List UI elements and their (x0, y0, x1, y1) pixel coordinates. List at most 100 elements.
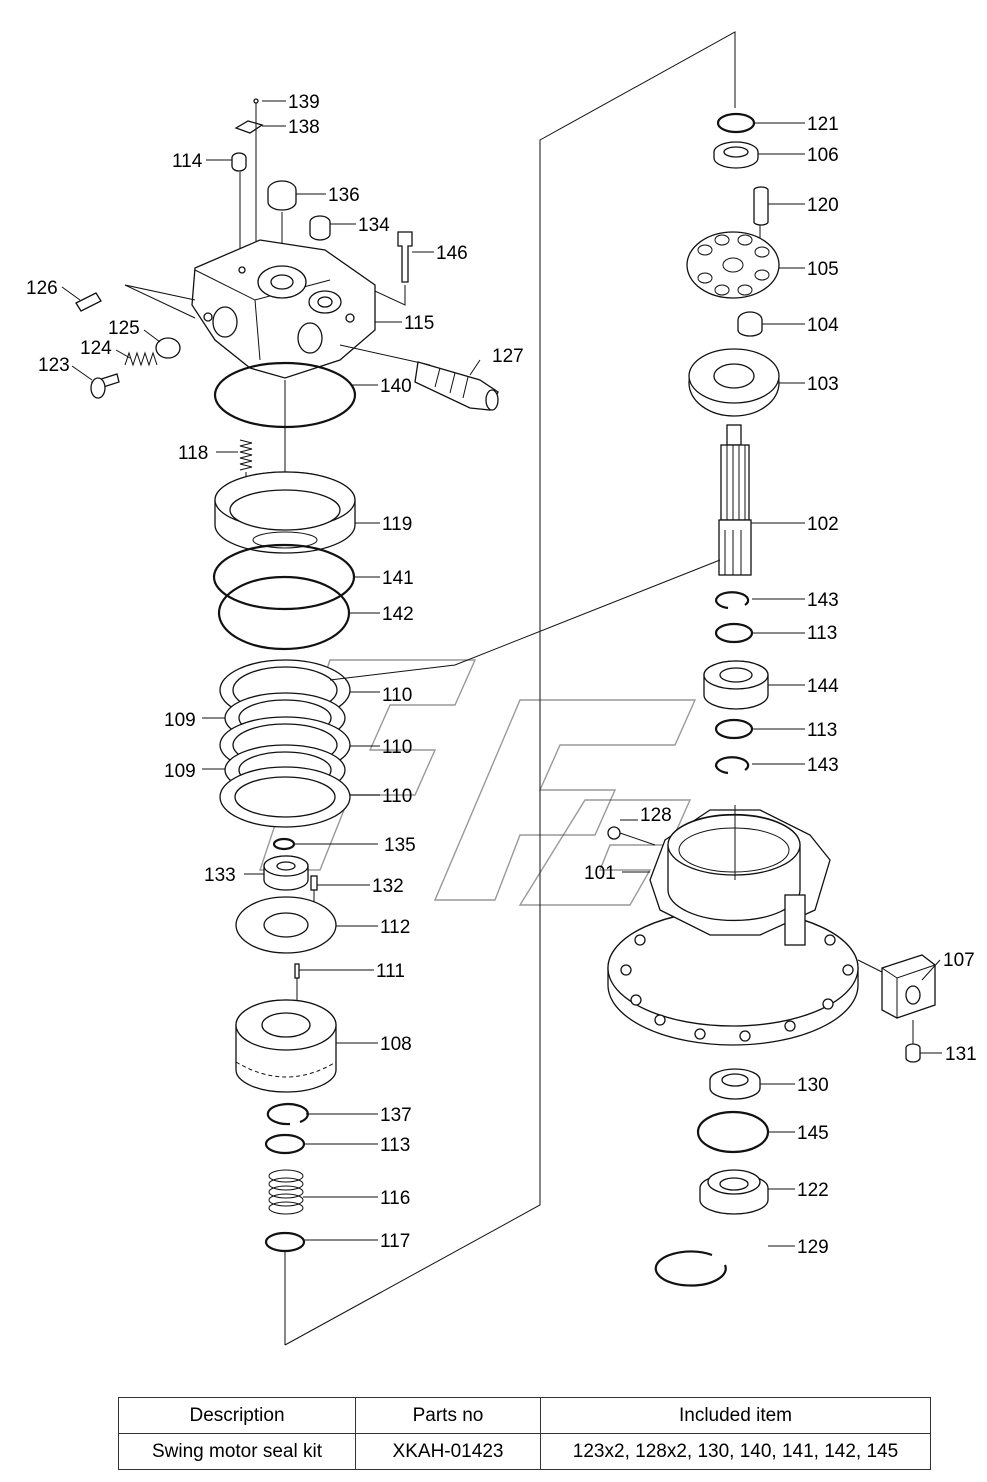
part-117-ring (264, 1231, 306, 1253)
part-102-shaft (718, 424, 752, 576)
part-101-casing (607, 809, 859, 1046)
callout-138: 138 (288, 117, 320, 138)
part-142-ring (217, 575, 351, 651)
left-assembly (75, 98, 499, 1345)
part-122-cover (699, 1169, 769, 1215)
part-134-plug (309, 215, 331, 241)
callout-113a: 113 (380, 1135, 410, 1156)
callout-123: 123 (38, 355, 70, 376)
part-126-plug (75, 292, 102, 312)
callout-labels: 139 138 114 136 134 146 126 115 125 124 … (26, 92, 977, 1258)
callout-143a: 143 (807, 590, 839, 611)
part-105-plate (686, 231, 780, 299)
part-128-plug (607, 826, 621, 840)
callout-111: 111 (376, 961, 405, 982)
callout-106: 106 (807, 145, 839, 166)
callout-146: 146 (436, 243, 468, 264)
leader-lines (61, 100, 638, 821)
callout-142: 142 (382, 604, 414, 625)
callout-130: 130 (797, 1075, 829, 1096)
table-row: Swing motor seal kit XKAH-01423 123x2, 1… (118, 1433, 931, 1470)
callout-120: 120 (807, 195, 839, 216)
header-parts-no: Parts no (355, 1397, 541, 1434)
cell-parts-no: XKAH-01423 (355, 1433, 541, 1470)
part-130-oil-seal (709, 1068, 761, 1100)
header-included-item: Included item (540, 1397, 931, 1434)
part-138-plate (234, 120, 264, 134)
callout-127: 127 (492, 346, 524, 367)
callout-128: 128 (640, 805, 672, 826)
callout-117: 117 (380, 1231, 410, 1252)
part-145-oring (696, 1110, 770, 1154)
part-146-bolt (397, 231, 413, 283)
part-113-ring-3 (714, 718, 754, 740)
callout-109b: 109 (164, 761, 196, 782)
callout-122: 122 (797, 1180, 829, 1201)
callout-124: 124 (80, 338, 112, 359)
callout-139: 139 (288, 92, 320, 113)
callout-110c: 110 (382, 786, 412, 807)
part-111-pin (294, 963, 300, 979)
part-103-plate (688, 348, 780, 417)
part-119-cylinder-block (214, 471, 356, 554)
callout-141: 141 (382, 568, 414, 589)
part-113-ring (264, 1133, 306, 1155)
callout-107: 107 (943, 950, 975, 971)
part-115-housing (191, 239, 376, 379)
callout-119: 119 (382, 514, 412, 535)
part-129-snapring (654, 1250, 727, 1287)
part-104-bushing (737, 311, 763, 337)
callout-113b: 113 (807, 623, 837, 644)
callout-102: 102 (807, 514, 839, 535)
part-131-plug (905, 1043, 921, 1063)
part-114-plug (231, 152, 247, 172)
callout-116: 116 (380, 1188, 410, 1209)
cell-description: Swing motor seal kit (118, 1433, 356, 1470)
callout-136: 136 (328, 185, 360, 206)
callout-131: 131 (945, 1044, 977, 1065)
callout-143b: 143 (807, 755, 839, 776)
part-125-poppet (155, 337, 181, 359)
callout-140: 140 (380, 376, 412, 397)
right-assembly (329, 112, 942, 1287)
callout-144: 144 (807, 676, 839, 697)
callout-101: 101 (584, 863, 616, 884)
part-120-pin (753, 186, 769, 226)
callout-121: 121 (807, 114, 839, 135)
table-header-row: Description Parts no Included item (118, 1397, 931, 1434)
seal-kit-table: Description Parts no Included item Swing… (118, 1397, 931, 1470)
part-127-valve (414, 361, 499, 411)
callout-108: 108 (380, 1034, 412, 1055)
exploded-parts-diagram: 139 138 114 136 134 146 126 115 125 124 … (26, 31, 977, 1346)
part-139-plug (253, 98, 259, 104)
callout-135: 135 (384, 835, 416, 856)
callout-137: 137 (380, 1105, 412, 1126)
callout-112: 112 (380, 917, 410, 938)
part-143-snapring-2 (715, 756, 750, 775)
callout-126: 126 (26, 278, 58, 299)
callout-115: 115 (404, 313, 434, 334)
callout-104: 104 (807, 315, 839, 336)
part-133-bearing (263, 855, 309, 891)
assembly-path-line (284, 31, 736, 1346)
part-144-bearing (703, 660, 769, 710)
callout-133: 133 (204, 865, 236, 886)
callout-118: 118 (178, 443, 208, 464)
part-137-snapring (266, 1102, 309, 1126)
part-136-cap (267, 180, 297, 211)
callout-110a: 110 (382, 685, 412, 706)
callout-145: 145 (797, 1123, 829, 1144)
callout-129: 129 (797, 1237, 829, 1258)
part-118-spring (239, 439, 253, 471)
part-135-oring (272, 837, 296, 851)
callout-132: 132 (372, 876, 404, 897)
callout-105: 105 (807, 259, 839, 280)
part-106-bearing (713, 141, 759, 169)
header-description: Description (118, 1397, 356, 1434)
callout-110b: 110 (382, 737, 412, 758)
part-107-valve-block (881, 954, 936, 1019)
callout-134: 134 (358, 215, 390, 236)
callout-125: 125 (108, 318, 140, 339)
part-132-pin (310, 875, 318, 891)
part-143-snapring-1 (715, 591, 750, 610)
